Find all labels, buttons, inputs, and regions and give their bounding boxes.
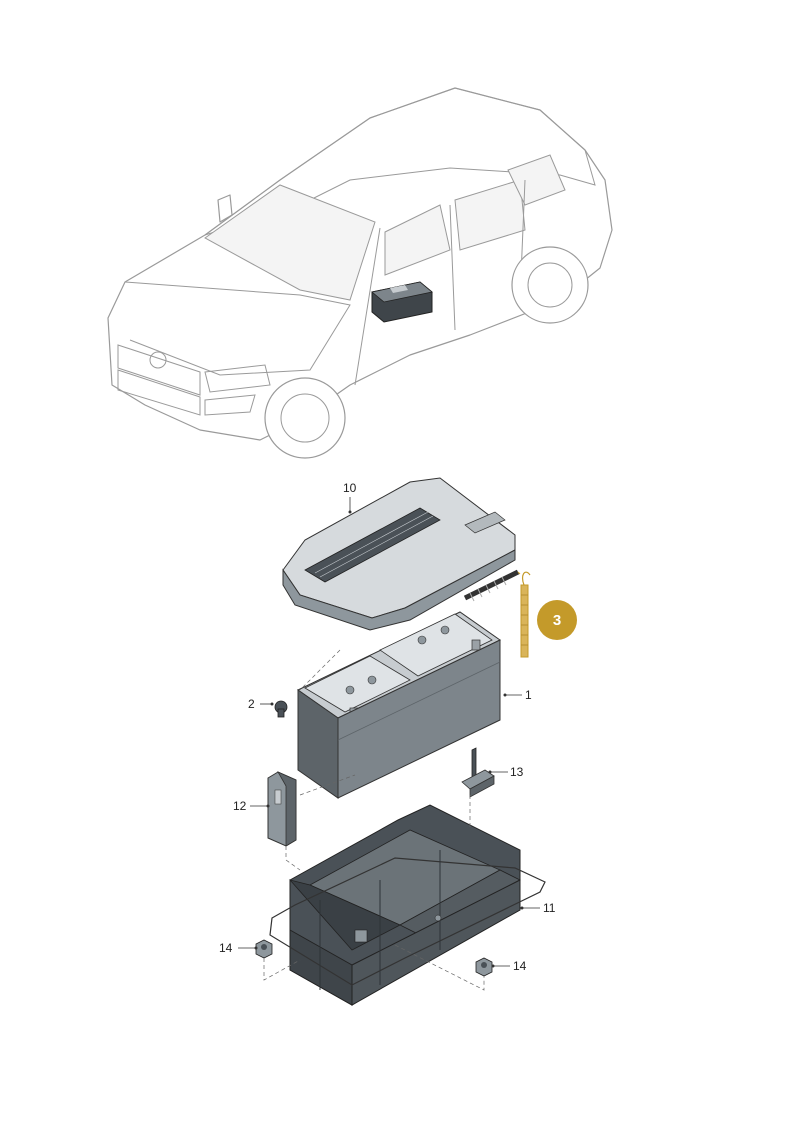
battery-cover-part-10 <box>282 477 516 631</box>
callout-14-left: 14 <box>219 941 233 955</box>
nut-part-14-right <box>475 957 493 977</box>
battery-part-1 <box>297 611 501 799</box>
bracket-part-12 <box>267 771 297 847</box>
nut-part-14-left <box>255 939 273 959</box>
callout-1: 1 <box>525 688 532 702</box>
plug-part-2 <box>274 700 288 718</box>
spring-bolt <box>463 569 520 602</box>
callout-3: 3 <box>553 612 561 629</box>
callout-10: 10 <box>343 481 357 495</box>
callout-3-badge[interactable]: 3 <box>537 600 577 640</box>
callout-11: 11 <box>543 901 556 915</box>
battery-tray-part-11 <box>269 804 546 1006</box>
part-3-highlight <box>517 571 531 658</box>
callout-13: 13 <box>510 765 524 779</box>
callout-12: 12 <box>233 799 247 813</box>
vehicle-outline <box>107 87 613 459</box>
assembly-lines <box>263 649 485 991</box>
battery-location-marker <box>371 281 433 323</box>
callout-2: 2 <box>248 697 255 711</box>
callout-14-right: 14 <box>513 959 527 973</box>
callout-leaders <box>238 497 540 968</box>
clamp-part-13 <box>461 747 495 798</box>
